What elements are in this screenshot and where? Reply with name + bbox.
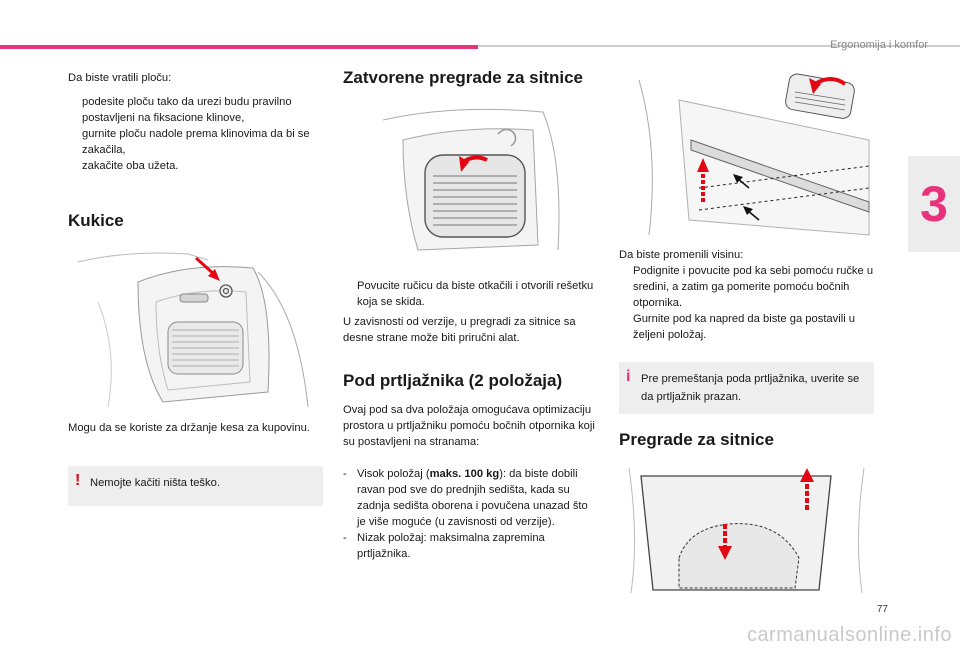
info-note: i Pre premeštanja poda prtljažnika, uver…: [619, 362, 874, 414]
list-item: Podignite i povucite pod ka sebi pomoću …: [633, 265, 874, 309]
restore-intro: Da biste vratili ploču:: [68, 72, 172, 84]
hooks-heading: Kukice: [68, 211, 124, 230]
chapter-tab: 3: [908, 156, 960, 252]
list-item: zakačite oba užeta.: [82, 160, 179, 172]
list-item: Gurnite pod ka napred da biste ga postav…: [633, 313, 856, 341]
header-rule: [478, 45, 960, 47]
info-text: Pre premeštanja poda prtljažnika, uverit…: [641, 373, 860, 403]
compartments-heading: Pregrade za sitnice: [619, 430, 774, 449]
warning-text: Nemojte kačiti ništa teško.: [90, 477, 220, 489]
boot-floor-positions: -Visok položaj (maks. 100 kg): da biste …: [343, 466, 598, 562]
closed-compartments-heading: Zatvorene pregrade za sitnice: [343, 68, 583, 87]
info-i-icon: i: [626, 368, 631, 385]
watermark: carmanualsonline.info: [746, 624, 952, 646]
height-steps: Podignite i povucite pod ka sebi pomoću …: [619, 263, 874, 343]
closed-compartment-illustration: [343, 100, 598, 258]
boot-floor-heading: Pod prtljažnika (2 položaja): [343, 371, 563, 390]
warning-note: ! Nemojte kačiti ništa teško.: [68, 466, 323, 506]
closed-compartment-text: U zavisnosti od verzije, u pregradi za s…: [343, 316, 576, 344]
page-number: 77: [876, 604, 888, 615]
hooks-illustration: [68, 242, 323, 414]
list-item: podesite ploču tako da urezi budu pravil…: [82, 96, 292, 124]
list-item: Povucite ručicu da biste otkačili i otvo…: [357, 280, 594, 308]
hooks-text: Mogu da se koriste za držanje kesa za ku…: [68, 422, 310, 434]
header-accent-bar: [0, 45, 478, 49]
list-item: -Visok položaj (maks. 100 kg): da biste …: [343, 468, 588, 528]
closed-compartment-steps: Povucite ručicu da biste otkačili i otvo…: [343, 278, 598, 310]
boot-floor-illustration: [619, 70, 874, 240]
boot-floor-text: Ovaj pod sa dva položaja omogućava optim…: [343, 404, 595, 448]
restore-steps: podesite ploču tako da urezi budu pravil…: [68, 94, 323, 174]
warning-exclamation-icon: !: [75, 472, 81, 489]
height-intro: Da biste promenili visinu:: [619, 249, 744, 261]
chapter-number: 3: [920, 176, 948, 232]
compartments-illustration: [619, 458, 874, 596]
list-item: gurnite ploču nadole prema klinovima da …: [82, 128, 310, 156]
section-title: Ergonomija i komfor: [830, 39, 928, 51]
list-item: -Nizak položaj: maksimalna zapremina prt…: [343, 532, 545, 560]
